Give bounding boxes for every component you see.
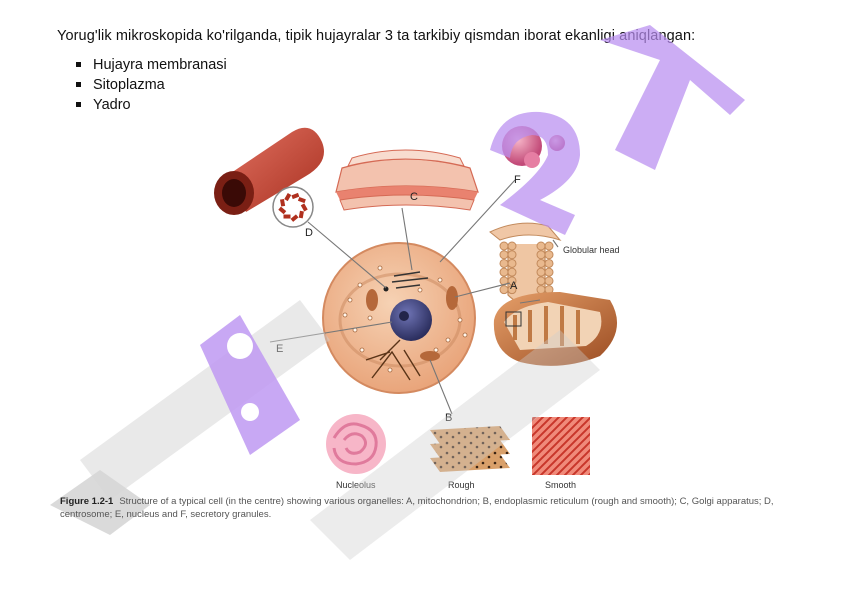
- smooth-er-illustration: [532, 417, 590, 475]
- globular-bead: [536, 241, 546, 251]
- rough-er-illustration: [430, 426, 510, 472]
- vesicle: [462, 332, 468, 338]
- globular-bead: [499, 285, 509, 295]
- centriole-triplet: [297, 197, 306, 204]
- centriole-triplet: [278, 206, 287, 215]
- label-nucleolus: Nucleolus: [336, 480, 376, 490]
- vesicle: [347, 297, 353, 303]
- mitochondrion-cutaway-illustration: [493, 292, 618, 366]
- globular-bead: [507, 250, 517, 260]
- vesicle: [377, 265, 383, 271]
- label-smooth: Smooth: [545, 480, 576, 490]
- golgi-illustration: [335, 149, 479, 211]
- figure-caption-text: Structure of a typical cell (in the cent…: [60, 496, 774, 520]
- globular-bead: [536, 285, 546, 295]
- central-cell-illustration: [322, 242, 476, 394]
- nucleolus-illustration: [326, 414, 386, 474]
- label-c: C: [410, 191, 418, 203]
- centriole-tube-illustration: [214, 127, 324, 215]
- vesicle: [417, 287, 423, 293]
- globular-bead: [536, 267, 546, 277]
- globular-bead: [499, 241, 509, 251]
- vesicle: [437, 277, 443, 283]
- centriole-triplet: [298, 210, 304, 219]
- centriole-triplet: [300, 203, 308, 212]
- globular-bead: [544, 241, 554, 251]
- label-rough: Rough: [448, 480, 475, 490]
- globular-bead: [536, 276, 546, 286]
- label-a: A: [510, 280, 518, 292]
- list-item: Sitoplazma: [76, 75, 227, 95]
- globular-bead: [507, 285, 517, 295]
- globular-bead: [499, 267, 509, 277]
- label-globular-head: Globular head: [563, 245, 620, 255]
- intro-paragraph: Yorug'lik mikroskopida ko'rilganda, tipi…: [57, 28, 696, 44]
- label-d: D: [305, 227, 313, 239]
- globular-bead: [544, 276, 554, 286]
- vesicle: [357, 282, 363, 288]
- globular-bead: [507, 241, 517, 251]
- centriole-triplet: [279, 198, 286, 207]
- centriole-cross-section: [272, 186, 314, 228]
- centriole-triplet: [290, 214, 299, 222]
- vesicle: [457, 317, 463, 323]
- vesicle: [359, 347, 365, 353]
- vesicle: [387, 367, 393, 373]
- vesicle: [433, 347, 439, 353]
- centriole-triplet: [284, 193, 292, 202]
- label-f: F: [514, 174, 521, 186]
- vesicle: [342, 312, 348, 318]
- globular-bead: [507, 267, 517, 277]
- centriole-triplet: [283, 214, 291, 219]
- vesicle: [367, 315, 373, 321]
- globular-bead: [544, 250, 554, 260]
- component-list: Hujayra membranasi Sitoplazma Yadro: [76, 55, 227, 115]
- globular-bead: [544, 258, 554, 268]
- list-item: Hujayra membranasi: [76, 55, 227, 75]
- globular-bead: [536, 250, 546, 260]
- globular-bead: [499, 258, 509, 268]
- list-item: Yadro: [76, 95, 227, 115]
- vesicle: [445, 337, 451, 343]
- label-e: E: [276, 343, 283, 355]
- watermark-logo: [50, 25, 745, 560]
- globular-bead: [544, 267, 554, 277]
- centriole-triplet: [291, 192, 300, 200]
- globular-bead: [536, 258, 546, 268]
- globular-bead: [507, 258, 517, 268]
- globular-bead: [507, 276, 517, 286]
- globular-bead: [499, 250, 509, 260]
- figure-caption-label: Figure 1.2-1: [60, 496, 114, 507]
- leader-lines: [269, 179, 559, 415]
- label-b: B: [445, 412, 452, 424]
- mitochondrion-crista-illustration: [489, 222, 562, 305]
